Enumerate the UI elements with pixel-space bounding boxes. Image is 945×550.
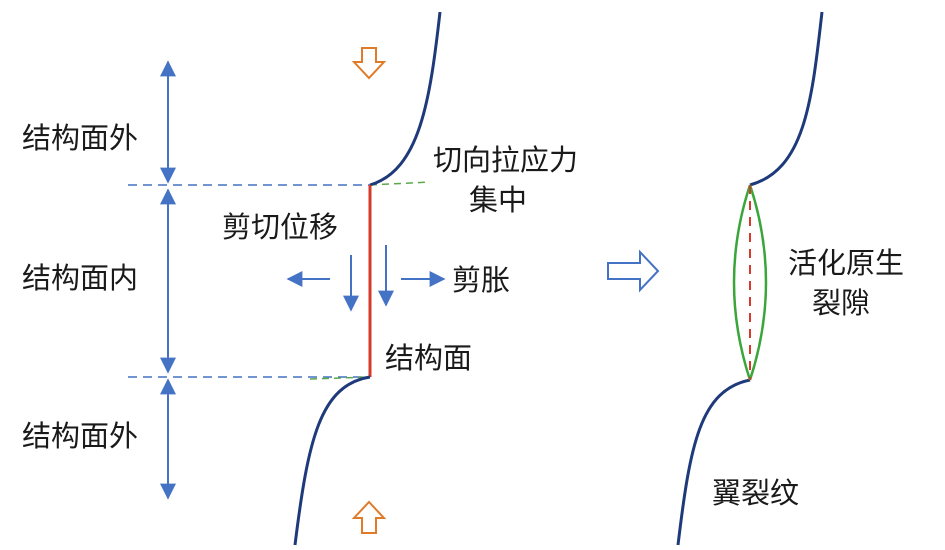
compression-arrow-bottom-icon — [351, 500, 387, 534]
tangent-dash-bottom — [309, 376, 371, 380]
label-structural-plane: 结构面 — [385, 341, 472, 375]
crack-profile-right-upper — [749, 11, 824, 187]
label-tangential-tension-2: 集中 — [469, 183, 527, 217]
activated-crack-right-edge — [748, 184, 768, 381]
label-outside-top: 结构面外 — [22, 121, 138, 155]
label-tangential-tension-1: 切向拉应力 — [433, 143, 578, 177]
label-inside: 结构面内 — [22, 261, 138, 295]
label-wing-crack: 翼裂纹 — [712, 476, 799, 510]
label-dilation: 剪胀 — [452, 263, 510, 297]
crack-profile-left-lower — [293, 375, 371, 546]
label-outside-bottom: 结构面外 — [22, 419, 138, 453]
label-activated-crack-2: 裂隙 — [812, 286, 870, 320]
label-activated-crack-1: 活化原生 — [788, 246, 904, 280]
tangent-dash-top — [369, 181, 431, 186]
crack-profile-right-lower — [676, 378, 751, 546]
crack-profile-left-upper — [369, 11, 442, 187]
label-shear-displacement: 剪切位移 — [222, 210, 338, 244]
compression-arrow-top-icon — [351, 47, 387, 80]
activated-crack-left-edge — [732, 184, 752, 381]
transition-arrow-icon — [607, 249, 660, 293]
